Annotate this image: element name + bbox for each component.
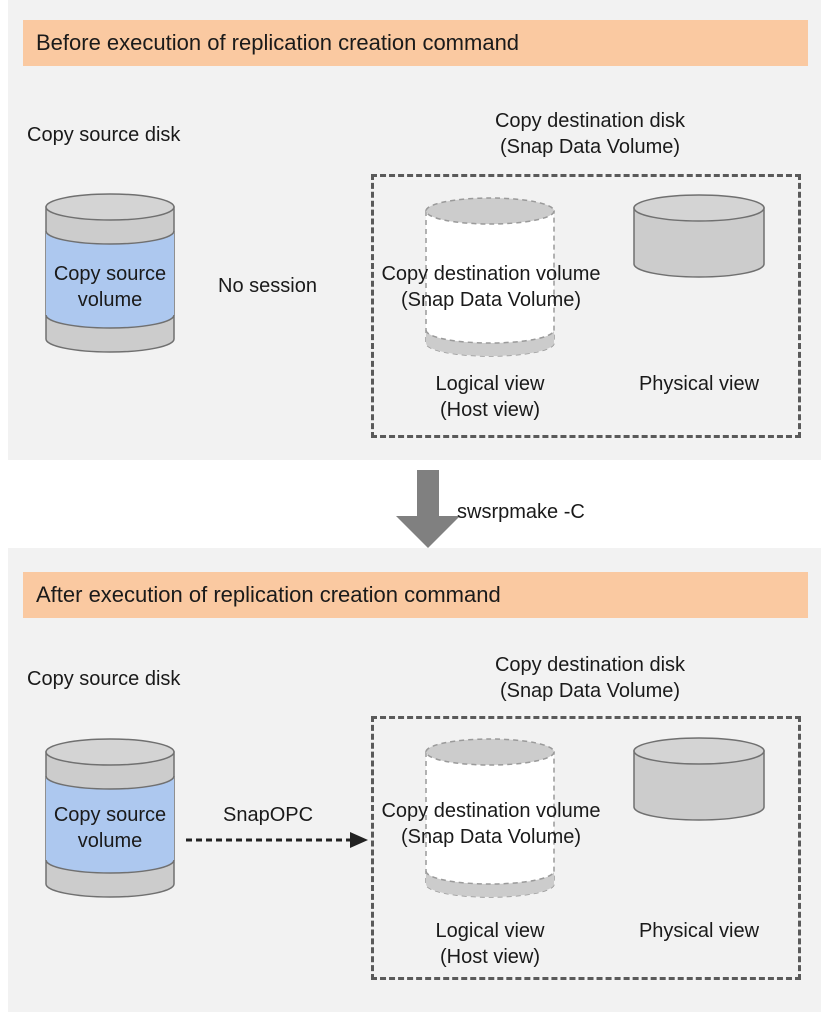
copy-destination-disk-label-1: Copy destination disk — [494, 110, 686, 132]
snapopc-arrow-icon — [186, 832, 368, 848]
copy-destination-volume-label-1: Copy destination volume — [381, 263, 601, 285]
copy-destination-volume-label-1: Copy destination volume — [381, 800, 601, 822]
logical-volume-icon — [425, 197, 555, 357]
copy-source-disk-label: Copy source disk — [27, 668, 181, 690]
before-header: Before execution of replication creation… — [23, 20, 808, 66]
swsrpmake-command-label: swsrpmake -C — [457, 501, 585, 523]
copy-source-volume-label-1: Copy source — [53, 263, 167, 285]
copy-source-volume-label-2: volume — [77, 830, 143, 852]
copy-destination-disk-box — [371, 716, 801, 980]
physical-disk-icon — [633, 737, 765, 821]
before-panel: Before execution of replication creation… — [8, 0, 821, 460]
no-session-label: No session — [218, 275, 317, 297]
copy-source-disk-label: Copy source disk — [27, 124, 181, 146]
copy-destination-disk-label-2: (Snap Data Volume) — [499, 680, 681, 702]
copy-destination-volume-label-2: (Snap Data Volume) — [400, 289, 582, 311]
logical-view-label-2: (Host view) — [439, 946, 540, 968]
logical-view-label-1: Logical view — [435, 920, 545, 942]
after-header: After execution of replication creation … — [23, 572, 808, 618]
copy-destination-disk-box — [371, 174, 801, 438]
after-panel: After execution of replication creation … — [8, 548, 821, 1012]
copy-destination-disk-label-2: (Snap Data Volume) — [499, 136, 681, 158]
copy-source-volume-label-2: volume — [77, 289, 143, 311]
physical-disk-icon — [633, 194, 765, 278]
copy-source-volume-label-1: Copy source — [53, 804, 167, 826]
copy-source-volume-icon — [45, 193, 175, 353]
physical-view-label: Physical view — [638, 373, 760, 395]
copy-source-volume-icon — [45, 738, 175, 898]
logical-volume-icon — [425, 738, 555, 898]
physical-view-label: Physical view — [638, 920, 760, 942]
logical-view-label-1: Logical view — [435, 373, 545, 395]
snapopc-label: SnapOPC — [223, 804, 314, 826]
logical-view-label-2: (Host view) — [439, 399, 540, 421]
copy-destination-disk-label-1: Copy destination disk — [494, 654, 686, 676]
copy-destination-volume-label-2: (Snap Data Volume) — [400, 826, 582, 848]
transition-arrow-icon — [396, 470, 460, 548]
